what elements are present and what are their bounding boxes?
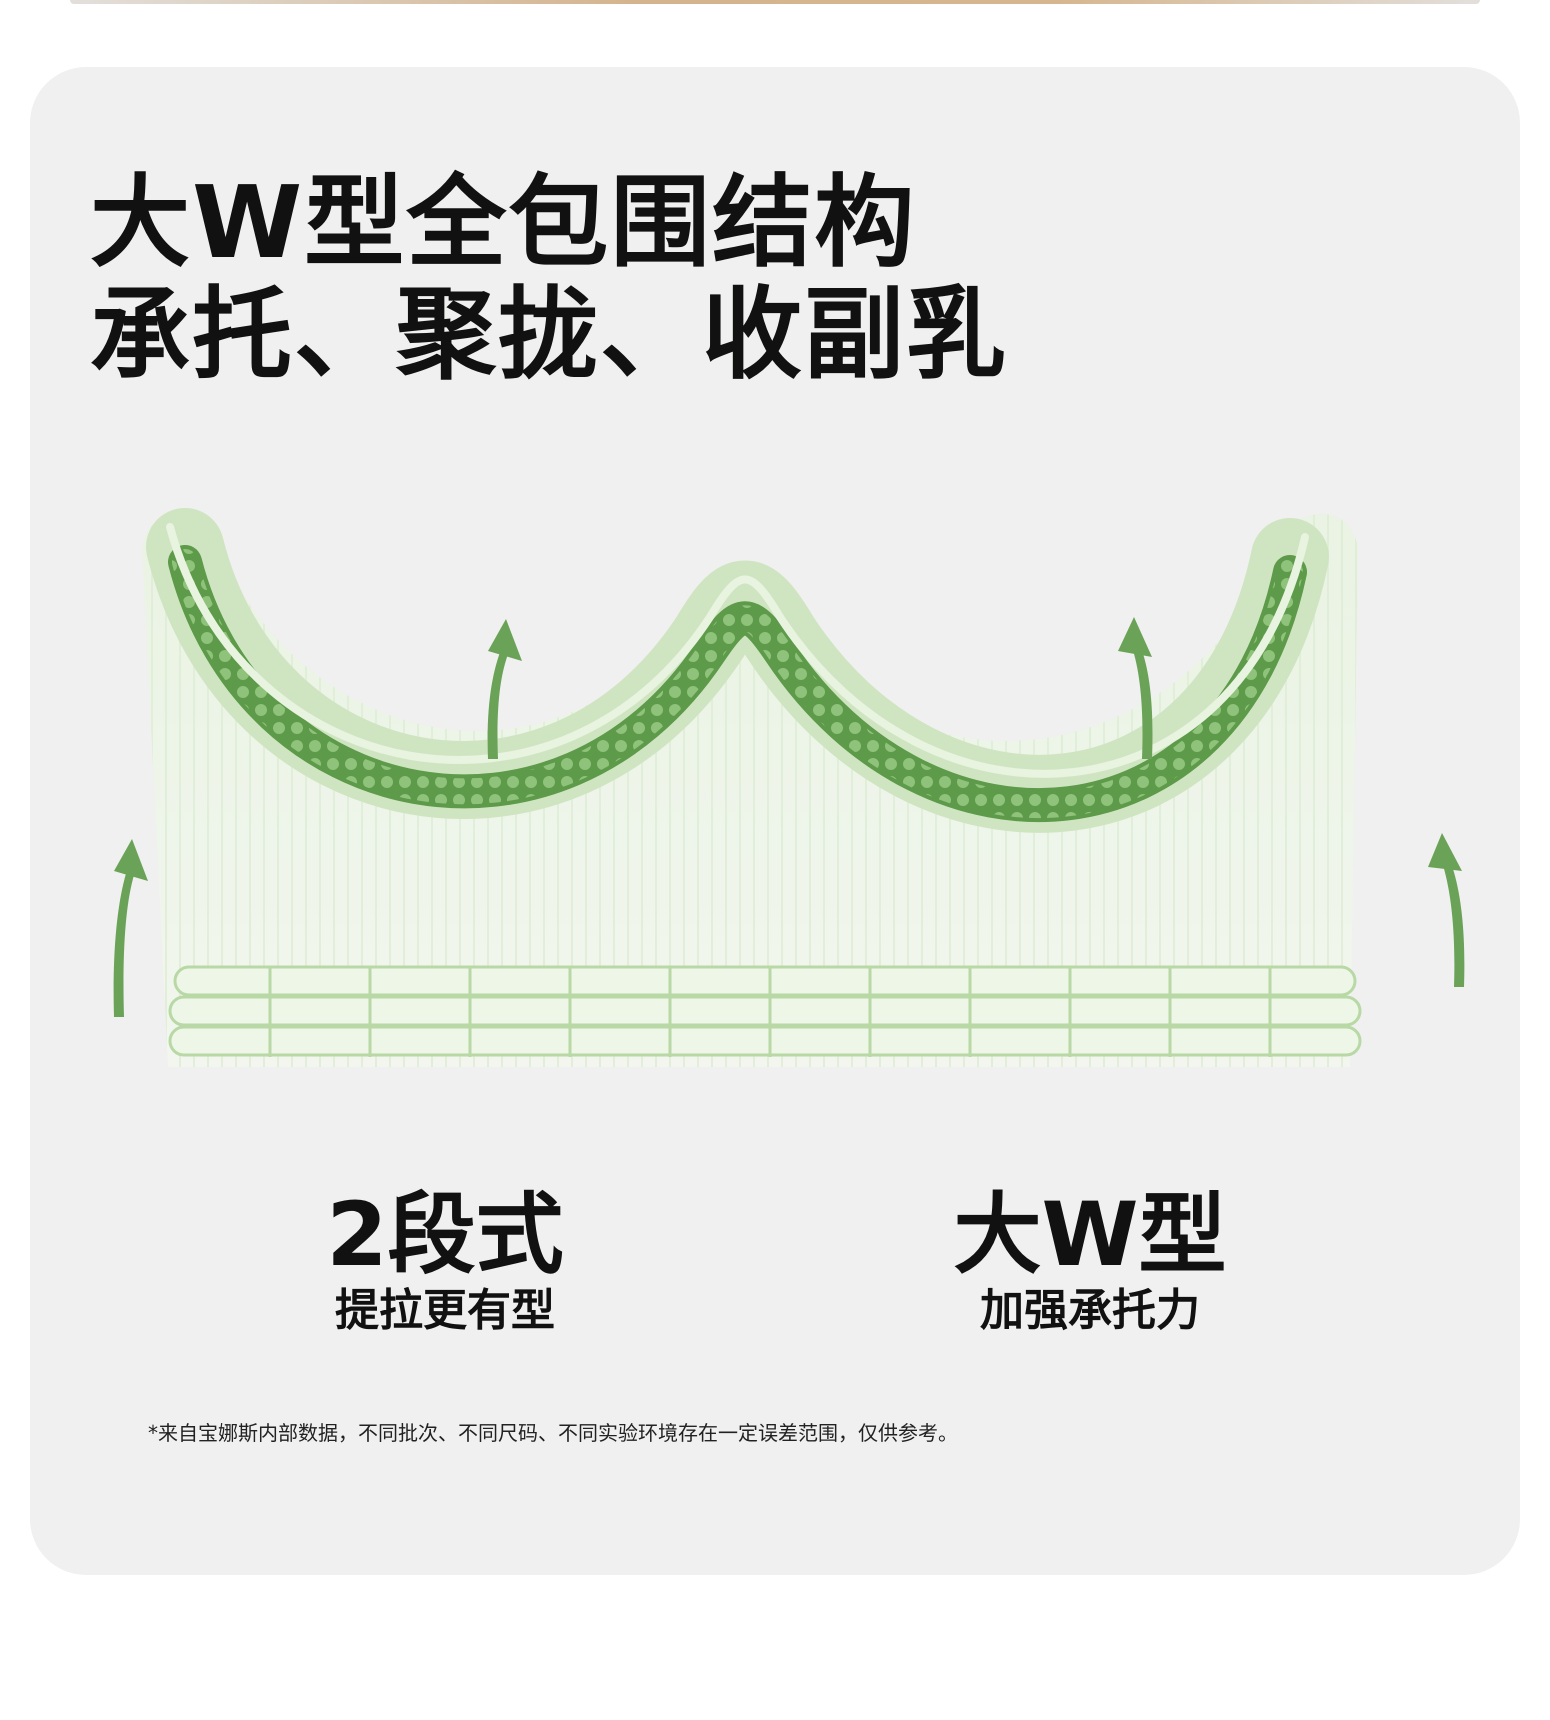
feature-card: 大W型全包围结构 承托、聚拢、收副乳 [30,67,1520,1575]
feature-caption: 加强承托力 [980,1285,1200,1336]
feature-big-w: 大W型 加强承托力 [830,1187,1350,1337]
feature-headline: 大W型 [953,1183,1227,1286]
disclaimer-footnote: *来自宝娜斯内部数据，不同批次、不同尺码、不同实验环境存在一定误差范围，仅供参考… [148,1421,958,1445]
page-title: 大W型全包围结构 承托、聚拢、收副乳 [90,167,1008,391]
feature-headline: 2段式 [326,1183,564,1286]
feature-two-stage: 2段式 提拉更有型 [185,1187,705,1337]
feature-caption: 提拉更有型 [335,1285,555,1336]
up-arrow-icon [487,619,522,759]
up-arrow-icon [113,839,148,1017]
up-arrow-icon [1118,617,1153,759]
previous-section-edge [70,0,1480,4]
up-arrow-icon [1428,833,1465,987]
tube-rows [168,965,1362,1057]
w-structure-illustration [113,508,1465,1067]
title-line-2: 承托、聚拢、收副乳 [90,276,1008,393]
title-line-1: 大W型全包围结构 [90,164,917,281]
